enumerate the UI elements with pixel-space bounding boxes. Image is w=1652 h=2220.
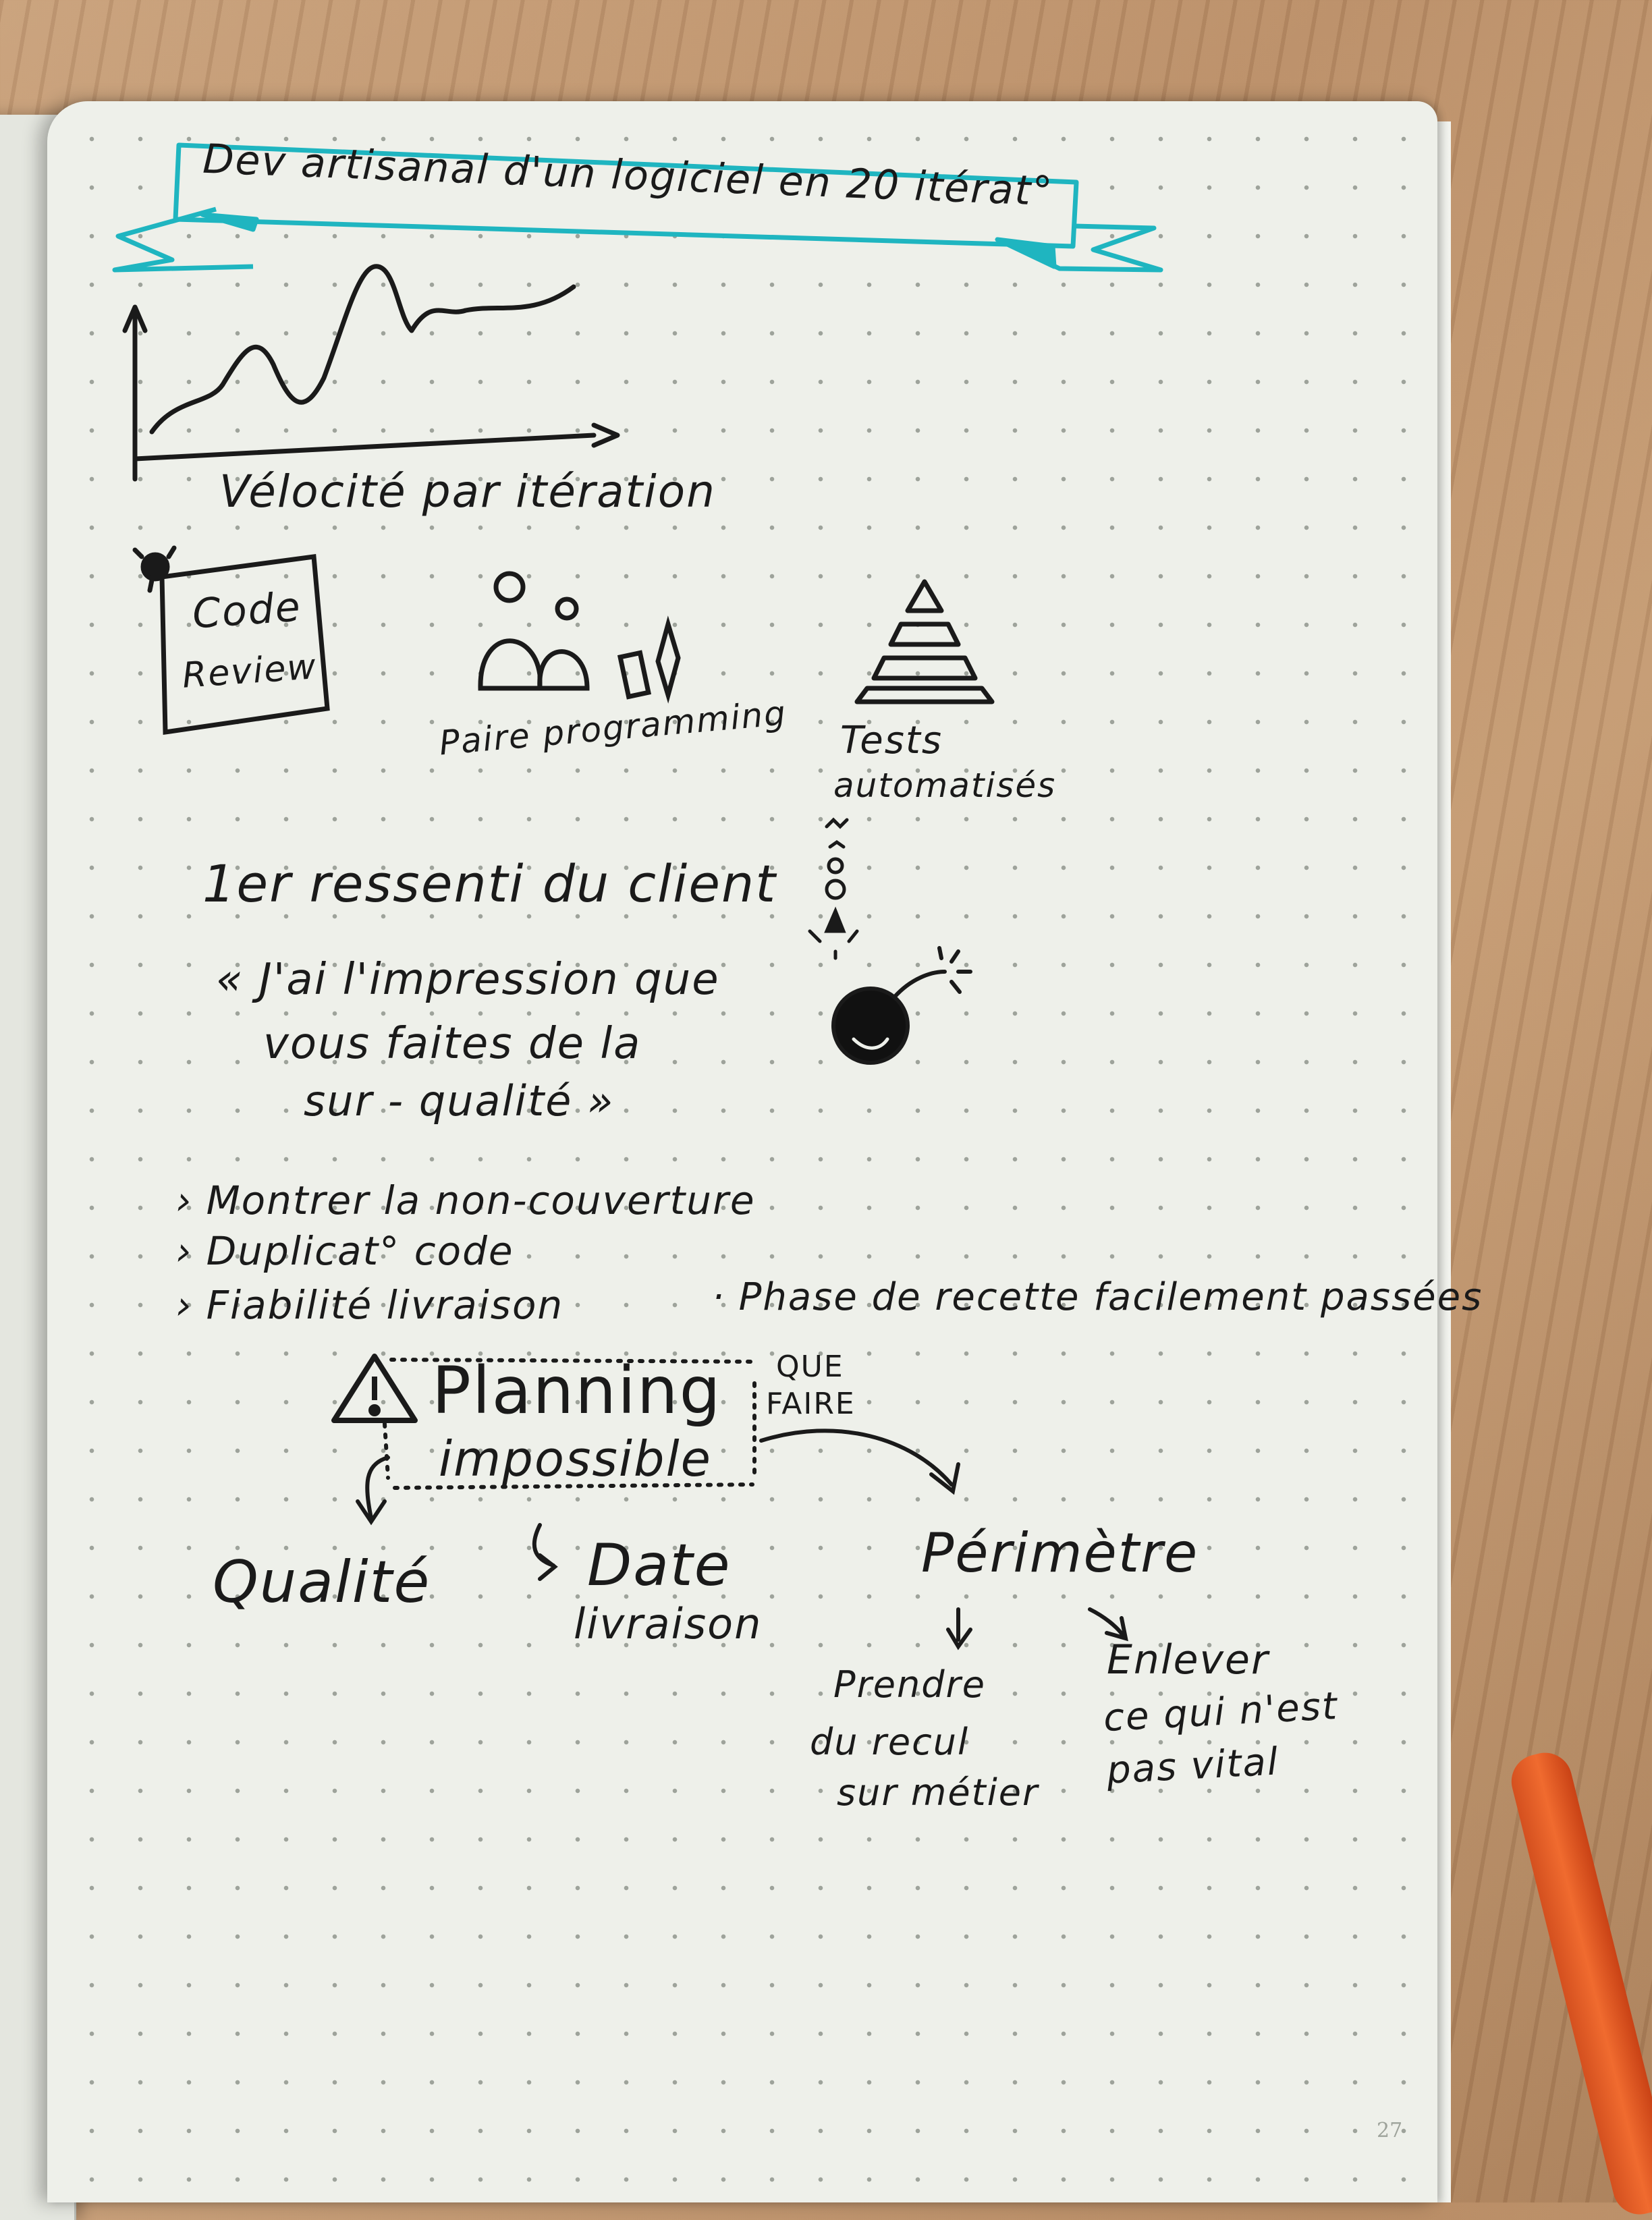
bullet-item: › Duplicat° code <box>175 1228 514 1274</box>
bullet-note: · Phase de recette facilement passées <box>712 1275 1483 1319</box>
code-review-box <box>132 545 330 736</box>
client-quote-line-3: sur - qualité » <box>304 1076 615 1126</box>
option-date-1: Date <box>587 1532 732 1599</box>
planning-subtitle: impossible <box>439 1431 712 1487</box>
bullet-item: › Fiabilité livraison <box>175 1282 564 1328</box>
velocity-caption: Vélocité par itération <box>219 466 716 518</box>
velocity-line-chart <box>122 264 620 482</box>
que-faire-label-2: FAIRE <box>766 1387 856 1421</box>
scope-left-2: du recul <box>810 1721 970 1763</box>
bomb-icon <box>831 946 972 1065</box>
test-pyramid-icon <box>854 579 995 704</box>
code-review-label-1: Code <box>190 583 303 638</box>
pair-people-icon <box>478 571 681 704</box>
scope-left-3: sur métier <box>837 1771 1039 1814</box>
option-date-2: livraison <box>574 1599 763 1648</box>
warning-triangle-icon <box>331 1354 418 1423</box>
que-faire-label-1: QUE <box>776 1350 844 1384</box>
client-quote-line-2: vous faites de la <box>263 1019 642 1069</box>
client-feedback-heading: 1er ressenti du client <box>202 854 777 914</box>
ribbon-banner <box>112 142 1163 273</box>
planning-arrows <box>356 1358 1128 1650</box>
tests-label-1: Tests <box>840 719 943 762</box>
page-number: 27 <box>1377 2119 1403 2142</box>
option-scope: Périmètre <box>921 1522 1199 1584</box>
bullet-item: › Montrer la non-couverture <box>175 1177 756 1223</box>
scope-right-3: pas vital <box>1105 1740 1280 1793</box>
planning-title: Planning <box>432 1353 722 1428</box>
client-quote-line-1: « J'ai l'impression que <box>216 955 720 1005</box>
scope-left-1: Prendre <box>833 1663 986 1706</box>
option-quality: Qualité <box>213 1549 431 1616</box>
tests-label-2: automatisés <box>833 766 1057 805</box>
scope-right-1: Enlever <box>1107 1636 1269 1684</box>
person-thinking-icon <box>808 817 859 960</box>
